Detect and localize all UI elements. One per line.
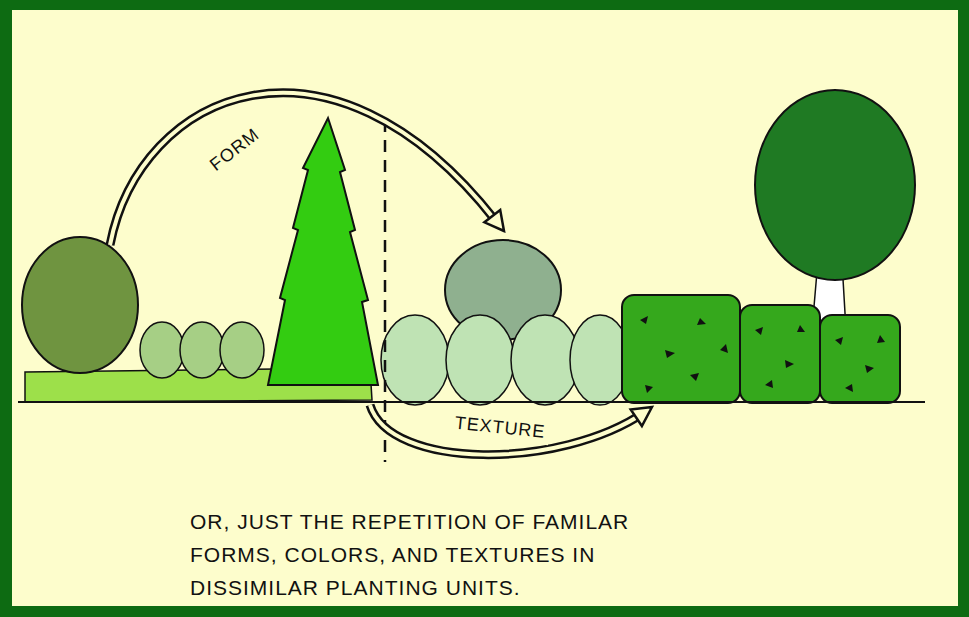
- low-shrub: [140, 322, 184, 378]
- pale-shrub: [381, 315, 449, 405]
- divider-line: [384, 120, 387, 462]
- low-shrub: [180, 322, 224, 378]
- low-shrub: [220, 322, 264, 378]
- texture-arrow: [370, 405, 645, 455]
- arrow-label: FORM: [202, 121, 268, 180]
- arrow-label: TEXTURE: [450, 411, 551, 445]
- texture-arrow: [370, 405, 645, 455]
- hedge-texture: [640, 316, 885, 393]
- pale-shrub: [446, 315, 514, 405]
- tree-crown: [755, 90, 915, 280]
- form-arrow: [110, 93, 495, 245]
- form-arrow: [110, 93, 495, 245]
- conifer-tree: [268, 118, 378, 385]
- textured-hedge: [820, 315, 900, 403]
- textured-hedge: [740, 305, 820, 403]
- arrow-head: [484, 210, 504, 231]
- round-shrub: [22, 237, 138, 373]
- pale-shrub: [511, 315, 579, 405]
- ground-line: [18, 401, 925, 403]
- textured-hedge: [622, 295, 740, 403]
- arrow-head: [631, 407, 652, 426]
- caption-note: OR, JUST THE REPETITION OF FAMILAR FORMS…: [190, 505, 710, 604]
